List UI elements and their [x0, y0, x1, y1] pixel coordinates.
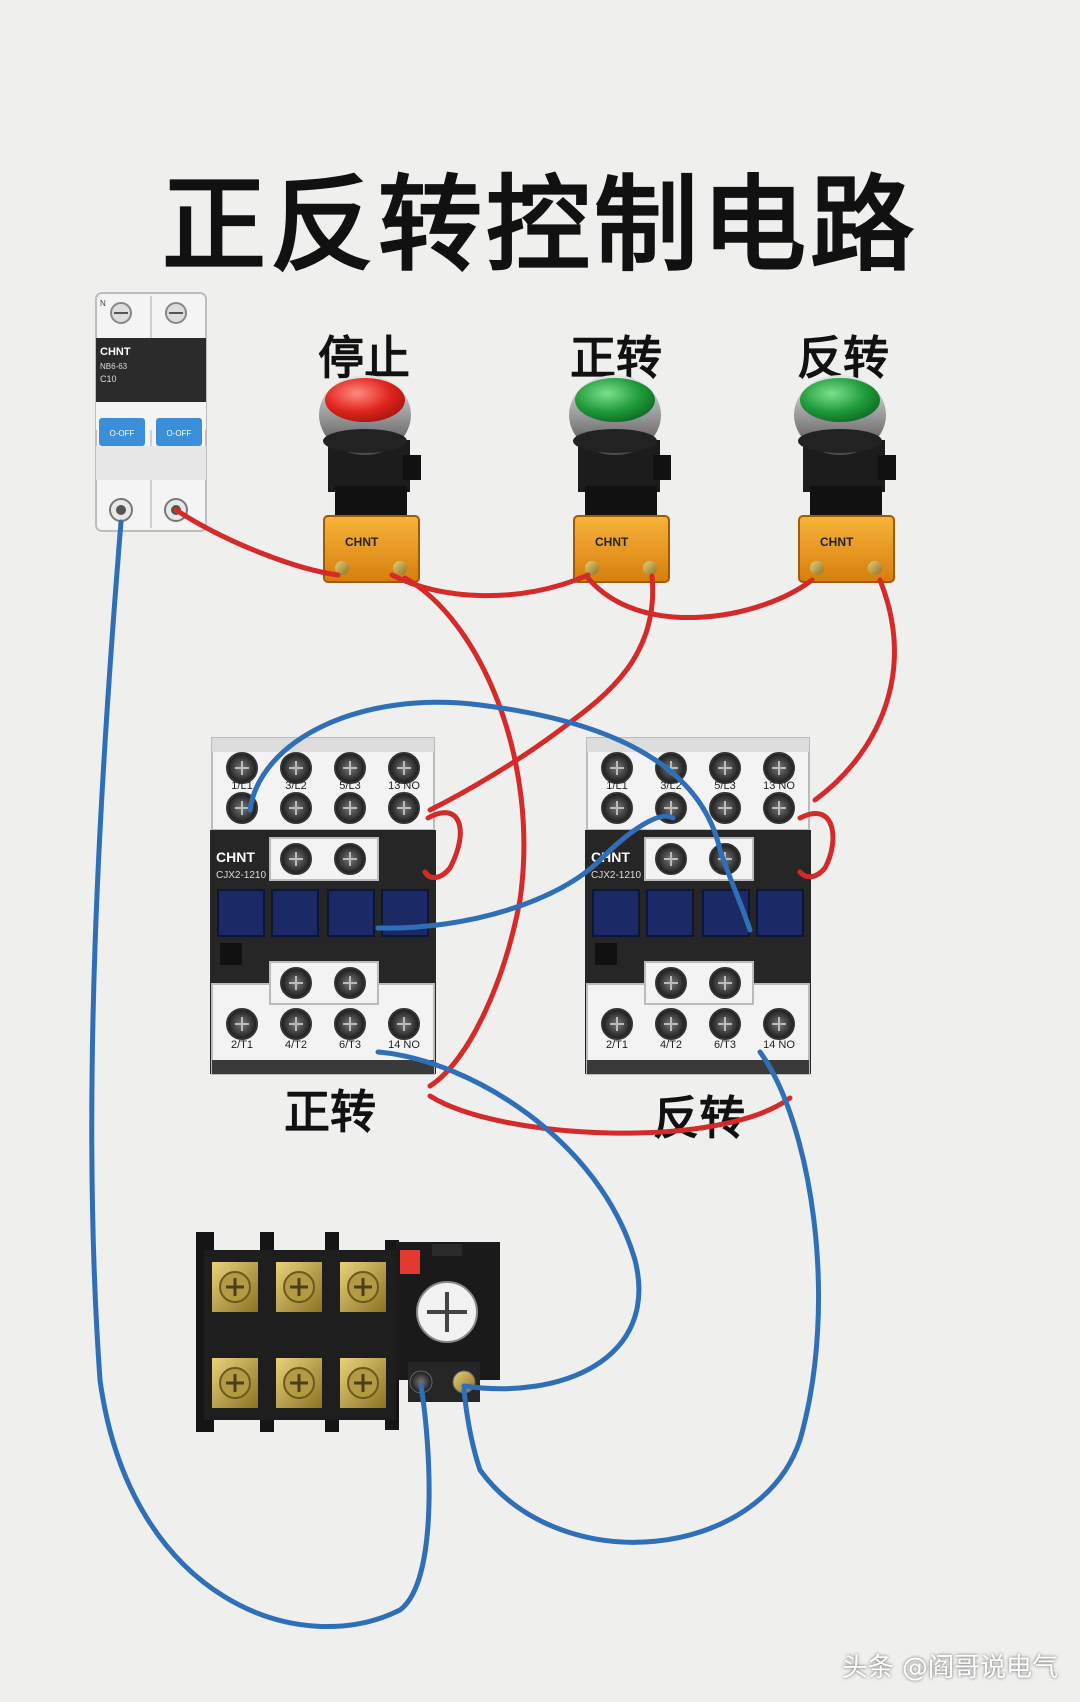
forward-button[interactable]: CHNT: [569, 375, 671, 583]
forward-contactor-brand: CHNT: [216, 849, 255, 865]
reverse-bottom-terminal-label: 14 NO: [763, 1039, 795, 1051]
stop-button[interactable]: CHNT: [319, 375, 421, 583]
reverse-top-terminal-label: 13 NO: [763, 780, 795, 792]
reverse-top-terminal-label: 1/L1: [606, 780, 627, 792]
stop-button-cap[interactable]: [325, 378, 405, 422]
red-wire-stop-to-forward: [389, 572, 591, 599]
reverse-bottom-terminal-label: 4/T2: [660, 1039, 682, 1051]
reverse-bottom-terminal-label: 6/T3: [714, 1039, 736, 1051]
thermal-overload-relay: [196, 1232, 500, 1432]
forward-indicator-window: [271, 889, 319, 937]
relay-screw-top-2[interactable]: [276, 1262, 322, 1312]
forward-bottom-terminal-label: 2/T1: [231, 1039, 253, 1051]
reverse-button-brand: CHNT: [820, 535, 854, 549]
forward-indicator-window: [327, 889, 375, 937]
breaker-toggle-left[interactable]: [99, 418, 145, 446]
relay-screw-top-1[interactable]: [212, 1262, 258, 1312]
relay-screw-bottom-2[interactable]: [276, 1358, 322, 1408]
breaker-rating: C10: [100, 374, 117, 384]
red-wire-forward-button-to-fwd-13: [427, 573, 656, 813]
forward-button-cap[interactable]: [575, 378, 655, 422]
red-wire-fwd-14-to-rev-14: [427, 1093, 793, 1136]
reverse-indicator-window: [756, 889, 804, 937]
reverse-contactor-label: 反转: [653, 1091, 745, 1145]
forward-contactor-label: 正转: [284, 1085, 376, 1139]
forward-top-terminal-label: 1/L1: [231, 780, 252, 792]
red-wire-reverse-button-to-rev-13: [812, 577, 897, 803]
breaker-toggle-text: O-OFF: [167, 429, 192, 438]
reverse-top-terminal-label: 5/L3: [714, 780, 735, 792]
red-wire-forward-to-reverse: [585, 575, 815, 621]
red-wire-breaker-to-stop: [173, 507, 341, 578]
relay-test-button[interactable]: [400, 1250, 420, 1274]
reverse-bottom-terminal-label: 2/T1: [606, 1039, 628, 1051]
wires: [89, 507, 897, 1629]
blue-wire-fwd-l1-to-rev-coil: [247, 699, 753, 933]
blue-wire-breaker-n-to-relay: [89, 519, 432, 1629]
forward-bottom-terminal-label: 4/T2: [285, 1039, 307, 1051]
blue-wire-rev-coil-a2-to-relay: [461, 1049, 822, 1545]
forward-indicator-window: [217, 889, 265, 937]
forward-button-brand: CHNT: [595, 535, 629, 549]
relay-screw-top-3[interactable]: [340, 1262, 386, 1312]
stop-button-brand: CHNT: [345, 535, 379, 549]
relay-screw-bottom-3[interactable]: [340, 1358, 386, 1408]
forward-top-terminal-label: 5/L3: [339, 780, 360, 792]
forward-contactor: CHNT CJX2-1210 1/L1 3/L2 5/L3 13 NO 2/T1 4/T2 6/…: [210, 737, 436, 1075]
blue-wire-fwd-coil-to-rev-l1: [375, 813, 676, 931]
reverse-contactor-model: CJX2-1210: [591, 870, 641, 881]
reverse-indicator-window: [592, 889, 640, 937]
breaker-pole-n: N: [100, 299, 106, 308]
breaker-brand: CHNT: [100, 346, 131, 358]
reverse-button-cap[interactable]: [800, 378, 880, 422]
reverse-top-terminal-label: 3/L2: [660, 780, 681, 792]
forward-bottom-terminal-label: 6/T3: [339, 1039, 361, 1051]
breaker-model: NB6-63: [100, 362, 128, 371]
red-wire-fwd-13-loop: [422, 810, 463, 880]
forward-contactor-model: CJX2-1210: [216, 870, 266, 881]
watermark: 头条 @阎哥说电气: [841, 1653, 1058, 1683]
forward-top-terminal-label: 13 NO: [388, 780, 420, 792]
red-wire-stop-to-fwd-14: [402, 575, 527, 1089]
forward-bottom-terminal-label: 14 NO: [388, 1039, 420, 1051]
reverse-button[interactable]: CHNT: [794, 375, 896, 583]
red-wire-rev-13-loop: [797, 811, 836, 880]
relay-screw-bottom-1[interactable]: [212, 1358, 258, 1408]
reverse-indicator-window: [646, 889, 694, 937]
forward-top-terminal-label: 3/L2: [285, 780, 306, 792]
blue-wire-fwd-coil-a2-to-relay: [375, 1049, 642, 1392]
circuit-breaker: CHNT NB6-63 C10 O-OFF O-OFF N: [95, 292, 207, 532]
breaker-toggle-text: O-OFF: [110, 429, 135, 438]
page-title: 正反转控制电路: [161, 164, 918, 286]
breaker-toggle-right[interactable]: [156, 418, 202, 446]
